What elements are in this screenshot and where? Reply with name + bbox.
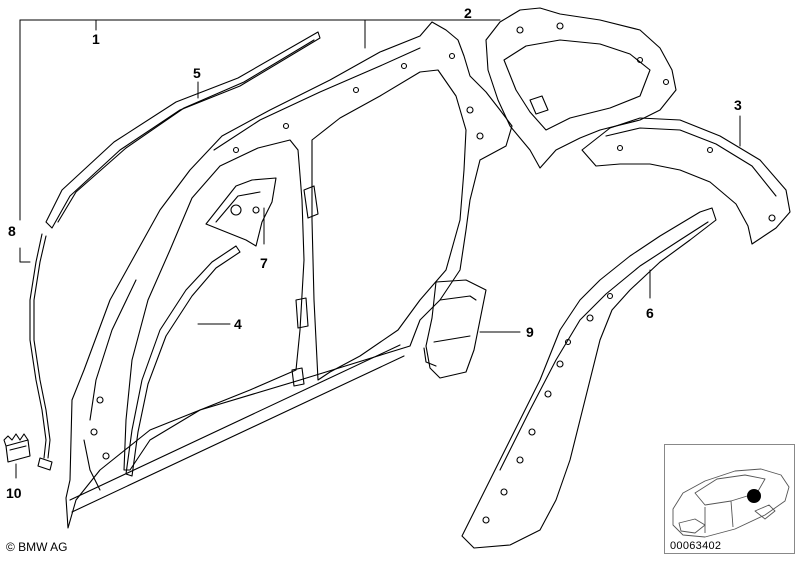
vehicle-locator-thumbnail xyxy=(664,444,795,554)
callout-1: 1 xyxy=(92,31,100,47)
location-marker xyxy=(747,489,761,503)
part-4-seal-strip xyxy=(125,245,241,477)
part-8-cable xyxy=(29,233,53,471)
diagram-number: 00063402 xyxy=(668,540,724,552)
part-1-side-frame xyxy=(65,21,513,529)
callout-4: 4 xyxy=(234,316,242,332)
copyright-text: © BMW AG xyxy=(6,540,68,554)
callout-9: 9 xyxy=(526,324,534,340)
part-2-rear-quarter xyxy=(485,7,677,169)
callout-2: 2 xyxy=(464,5,472,21)
car-outline-icon xyxy=(672,468,790,538)
part-6-pillar-inner xyxy=(461,207,717,549)
callout-7: 7 xyxy=(260,255,268,271)
callout-3: 3 xyxy=(734,97,742,113)
leader-lines xyxy=(15,19,741,479)
callout-5: 5 xyxy=(193,65,201,81)
part-5-roof-strip xyxy=(45,31,321,229)
part-9-reinforcement xyxy=(423,279,487,379)
part-7-bracket xyxy=(205,177,277,247)
part-10-connector xyxy=(3,433,31,463)
callout-6: 6 xyxy=(646,305,654,321)
part-3-wheel-arch xyxy=(581,117,791,245)
callout-10: 10 xyxy=(6,485,22,501)
callout-8: 8 xyxy=(8,223,16,239)
